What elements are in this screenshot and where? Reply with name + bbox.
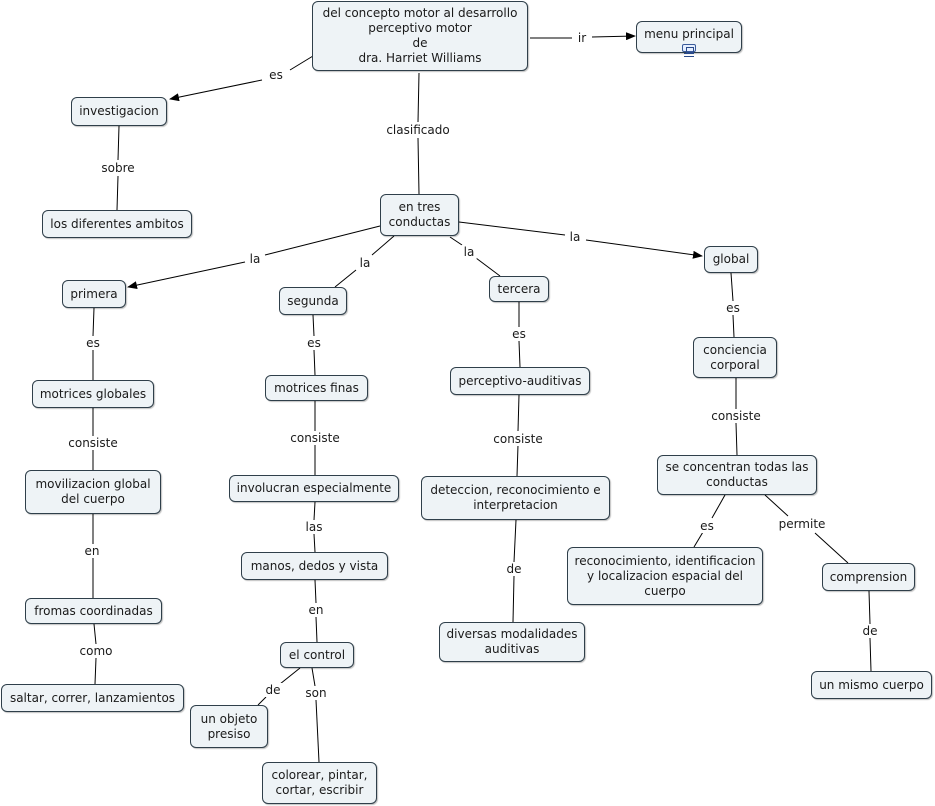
edge-tres-la2 <box>371 235 395 256</box>
edge-la2-segunda <box>334 269 357 288</box>
label-ir: ir <box>575 31 589 45</box>
node-fromas-coordinadas[interactable]: fromas coordinadas <box>25 598 162 624</box>
edge-root-clasificado <box>417 72 420 123</box>
node-saltar-correr-lanzamientos[interactable]: saltar, correr, lanzamientos <box>1 684 184 712</box>
label-la: la <box>247 252 263 266</box>
edge-tres-la4 <box>458 221 566 236</box>
node-primera[interactable]: primera <box>62 280 126 308</box>
label-de: de <box>263 683 283 697</box>
node-tercera[interactable]: tercera <box>489 276 549 302</box>
label-es: es <box>84 336 102 350</box>
network-link-icon[interactable] <box>682 44 696 57</box>
edge-la1-primera <box>127 261 246 290</box>
label-de: de <box>504 562 524 576</box>
node-investigacion[interactable]: investigacion <box>71 97 167 126</box>
node-motrices-globales[interactable]: motrices globales <box>32 380 154 408</box>
edge-la4-global <box>585 239 703 259</box>
label-la: la <box>567 230 583 244</box>
label-de: de <box>860 624 880 638</box>
edge-es-investigacion <box>169 79 263 102</box>
label-es: es <box>510 327 528 341</box>
node-motrices-finas[interactable]: motrices finas <box>265 375 368 401</box>
label-consiste: consiste <box>709 409 763 423</box>
label-la: la <box>461 245 477 259</box>
edge-tres-la1 <box>264 225 381 256</box>
label-las: las <box>303 520 325 534</box>
node-global[interactable]: global <box>704 246 758 273</box>
node-un-mismo-cuerpo[interactable]: un mismo cuerpo <box>811 671 932 699</box>
label-es: es <box>267 68 285 82</box>
label-la: la <box>357 256 373 270</box>
node-el-control[interactable]: el control <box>280 642 354 668</box>
label-en: en <box>82 544 102 558</box>
label-consiste: consiste <box>491 432 545 446</box>
edge-tres-la3 <box>449 236 463 246</box>
edge-la3-tercera <box>475 257 501 277</box>
label-permite: permite <box>776 517 828 531</box>
label-como: como <box>77 644 115 658</box>
node-colorear-pintar[interactable]: colorear, pintar,cortar, escribir <box>262 762 377 804</box>
edge-investigacion-sobre <box>117 125 120 161</box>
edge-clasificado-tres <box>417 137 420 195</box>
label-consiste: consiste <box>288 431 342 445</box>
node-comprension[interactable]: comprension <box>822 563 915 591</box>
node-involucran-especialmente[interactable]: involucran especialmente <box>229 475 399 502</box>
edge-ir-menu <box>591 32 636 41</box>
label-en: en <box>306 603 326 617</box>
edge-sobre-ambitos <box>116 175 119 211</box>
label-sobre: sobre <box>99 161 137 175</box>
node-segunda[interactable]: segunda <box>279 287 347 315</box>
label-consiste: consiste <box>66 436 120 450</box>
node-manos-dedos-vista[interactable]: manos, dedos y vista <box>241 552 388 580</box>
node-menu-principal[interactable]: menu principal <box>636 21 742 57</box>
edge-root-es <box>289 55 314 71</box>
label-son: son <box>303 686 329 700</box>
node-los-diferentes-ambitos[interactable]: los diferentes ambitos <box>42 210 192 238</box>
label-es: es <box>698 519 716 533</box>
label-clasificado: clasificado <box>384 123 452 137</box>
label-es: es <box>305 336 323 350</box>
label-es: es <box>724 301 742 315</box>
node-perceptivo-auditivas[interactable]: perceptivo-auditivas <box>450 367 590 395</box>
